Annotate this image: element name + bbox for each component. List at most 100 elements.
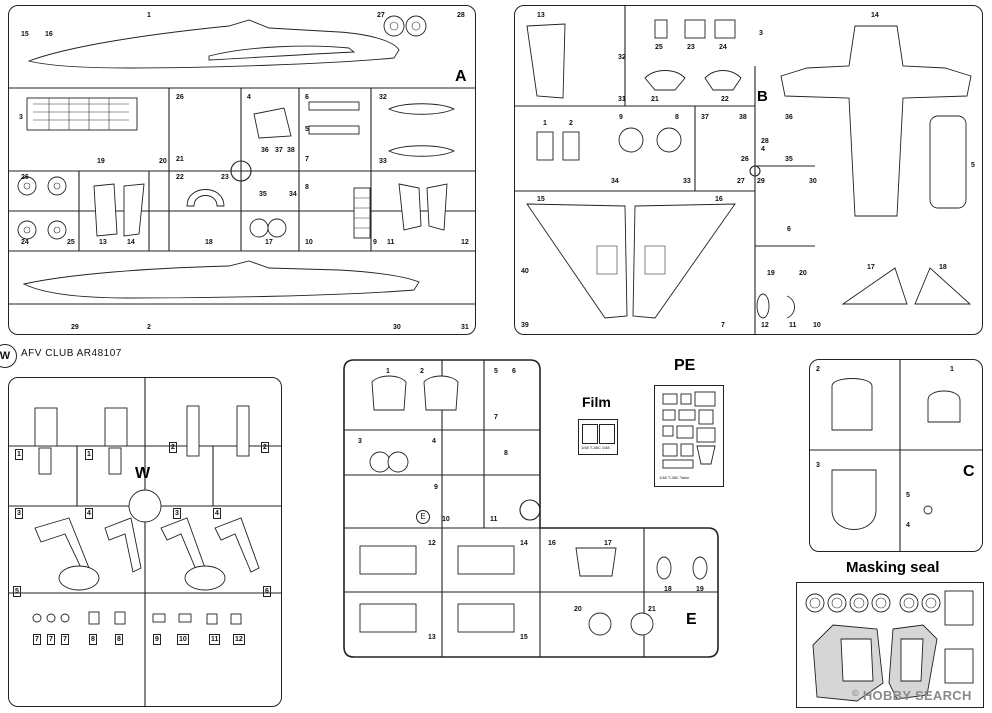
part-label: 38 (739, 114, 747, 121)
film-caption: 1/48 T-38C 1/48 (581, 445, 610, 450)
sprue-w-frame: W AFV CLUB AR48107 W 1 1 2 2 3 4 3 4 5 6… (0, 344, 282, 707)
part-label: 37 (701, 114, 709, 121)
part-label: 19 (696, 586, 704, 593)
stab-17 (841, 267, 908, 305)
part-11 (206, 613, 218, 625)
part-label: 38 (287, 147, 295, 154)
part-label: 8 (675, 114, 679, 121)
film-sheet: 1/48 T-38C 1/48 (578, 419, 618, 455)
part-label: 32 (379, 94, 387, 101)
sprue-b-runners (515, 6, 815, 334)
part-label: 10 (442, 516, 450, 523)
part-label: 15 (520, 634, 528, 641)
sprue-e-runners (344, 360, 718, 657)
part-label: 40 (521, 268, 529, 275)
part-label: 24 (719, 44, 727, 51)
part-label: 18 (664, 586, 672, 593)
part-label: 10 (305, 239, 313, 246)
part-label: 11 (387, 239, 395, 246)
mask-square-1 (944, 590, 974, 626)
panel-8 (656, 127, 682, 153)
wheel-27 (383, 15, 405, 37)
sprue-c-runners (810, 360, 982, 551)
part-12 (230, 613, 242, 625)
strut-1b (104, 407, 128, 447)
part-label: 12 (461, 239, 469, 246)
part-label: 39 (521, 322, 529, 329)
watermark: © HOBBY SEARCH (852, 688, 972, 703)
sprue-c-frame: C 2 1 3 5 4 (809, 359, 983, 552)
pe-caption: 1/48 T-38C Talon (659, 475, 690, 480)
part-label: 13 (99, 239, 107, 246)
wing-15-panel (596, 245, 618, 275)
fuselage-half-1-intake (208, 45, 356, 61)
part-17 (575, 547, 617, 577)
part-label: 11 (789, 322, 797, 329)
part-23 (684, 19, 706, 39)
part-label: 2 (420, 368, 424, 375)
part-label: 17 (867, 264, 875, 271)
part-label: 4 (247, 94, 251, 101)
part-label: 19 (767, 270, 775, 277)
sprue-a-drawing (9, 15, 475, 305)
part-label: 9 (434, 484, 438, 491)
part-label: 27 (377, 12, 385, 19)
part-label: 29 (757, 178, 765, 185)
part-label: 17 (604, 540, 612, 547)
part-label: 1 (15, 449, 23, 460)
sprue-e-frame: E E 1 2 5 6 3 4 7 8 9 10 11 12 13 14 15 … (343, 359, 719, 658)
part-label: 31 (618, 96, 626, 103)
flap-13 (526, 23, 566, 99)
part-label: 1 (950, 366, 954, 373)
part-18 (656, 556, 672, 580)
part-label: 12 (761, 322, 769, 329)
sprue-w-drawing (9, 378, 281, 706)
stab-18 (914, 267, 972, 305)
sprue-e-outline (343, 359, 719, 658)
panel-1 (371, 375, 407, 411)
part-label: 5 (906, 492, 910, 499)
fin-13 (93, 183, 118, 237)
wing-15 (526, 203, 628, 319)
circle-mark-letter: E (420, 512, 426, 521)
part-label: 2 (816, 366, 820, 373)
part-label: 6 (787, 226, 791, 233)
part-label: 22 (176, 174, 184, 181)
ring-17b (267, 218, 287, 238)
part-label: 21 (648, 606, 656, 613)
part-label: 18 (205, 239, 213, 246)
strut-2a (186, 405, 200, 457)
part-label: 16 (548, 540, 556, 547)
part-label: 3 (358, 438, 362, 445)
rack-5 (308, 125, 360, 135)
sprue-c-letter: C (963, 463, 975, 480)
rack-6 (308, 101, 360, 111)
part-label: 26 (21, 174, 29, 181)
part-label: 6 (512, 368, 516, 375)
part-label: 2 (169, 442, 177, 453)
part-label: 35 (785, 156, 793, 163)
logo-letter: W (0, 350, 11, 362)
fuselage-half-2 (22, 260, 420, 299)
part-label: 21 (176, 156, 184, 163)
sprue-a-frame: A 1 15 16 27 28 3 19 20 26 21 4 6 5 32 3… (8, 5, 476, 335)
part-label: 33 (683, 178, 691, 185)
part-label: 17 (265, 239, 273, 246)
part-label: 3 (759, 30, 763, 37)
part-label: 2 (261, 442, 269, 453)
part-8b (114, 611, 126, 625)
wing-16-panel (644, 245, 666, 275)
part-label: 32 (618, 54, 626, 61)
leg-4a (104, 517, 142, 573)
sprue-a-runners-vertical (78, 88, 372, 251)
part-label: 35 (259, 191, 267, 198)
part-label: 1 (386, 368, 390, 375)
part-19 (692, 556, 708, 580)
part-24 (714, 19, 736, 39)
part-label: 8 (504, 450, 508, 457)
part-9 (152, 613, 166, 623)
wheel-26 (17, 176, 37, 196)
seat-1 (536, 131, 554, 161)
pe-parts-drawing (662, 391, 716, 469)
watermark-text: HOBBY SEARCH (862, 688, 972, 703)
